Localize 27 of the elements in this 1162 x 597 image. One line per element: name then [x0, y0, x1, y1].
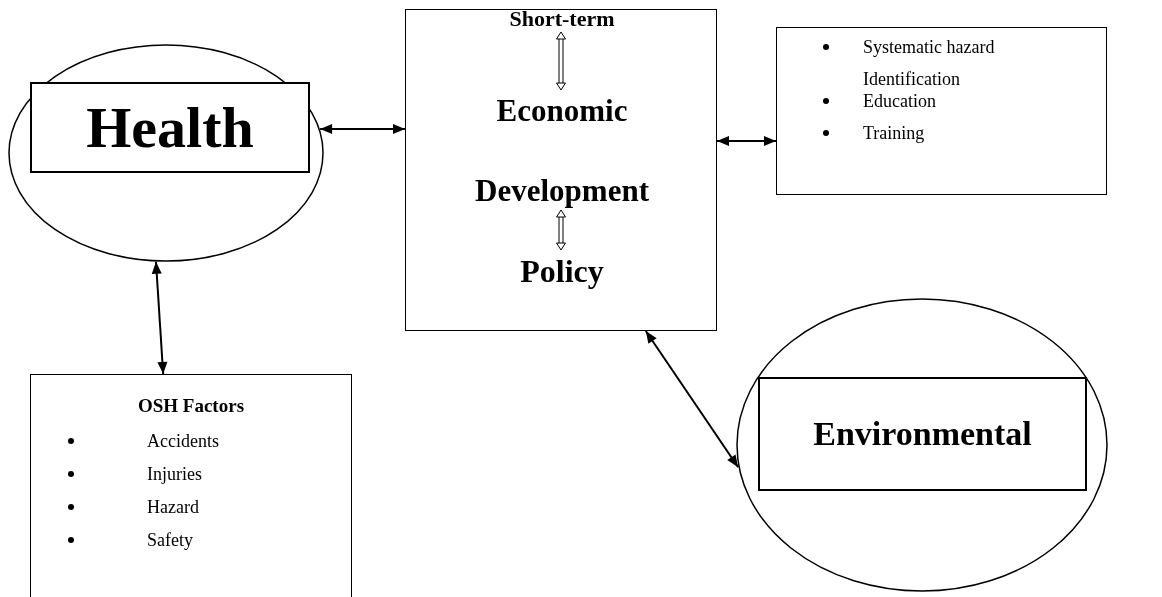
- double-arrow: [716, 136, 777, 146]
- list-item: Accidents: [147, 430, 220, 452]
- concept-label: Policy: [481, 251, 643, 291]
- double-arrow: [556, 31, 566, 91]
- list-item: Systematic hazard Identification: [863, 36, 996, 91]
- process-box: [405, 9, 717, 331]
- list-item: Education: [863, 90, 937, 113]
- list-item: Injuries: [147, 463, 203, 485]
- title-box: [758, 377, 1087, 491]
- list-item: Safety: [147, 529, 194, 551]
- double-arrow: [556, 209, 566, 251]
- double-arrow: [644, 330, 740, 469]
- title-box: [30, 82, 310, 173]
- text-box: [30, 374, 352, 597]
- list-heading: OSH Factors: [136, 395, 246, 417]
- text-box: [776, 27, 1107, 195]
- concept-label: Economic: [461, 91, 663, 131]
- list-item: Training: [863, 122, 926, 145]
- list-item: Hazard: [147, 496, 200, 518]
- ellipse-shape: [736, 298, 1108, 592]
- double-arrow: [151, 260, 168, 375]
- double-arrow: [319, 124, 406, 134]
- ellipse-shape: [8, 44, 324, 262]
- concept-label: Short-term: [481, 5, 643, 33]
- box-title: Environmental: [813, 415, 1032, 453]
- box-title: Health: [86, 94, 254, 161]
- concept-label: Development: [441, 171, 683, 211]
